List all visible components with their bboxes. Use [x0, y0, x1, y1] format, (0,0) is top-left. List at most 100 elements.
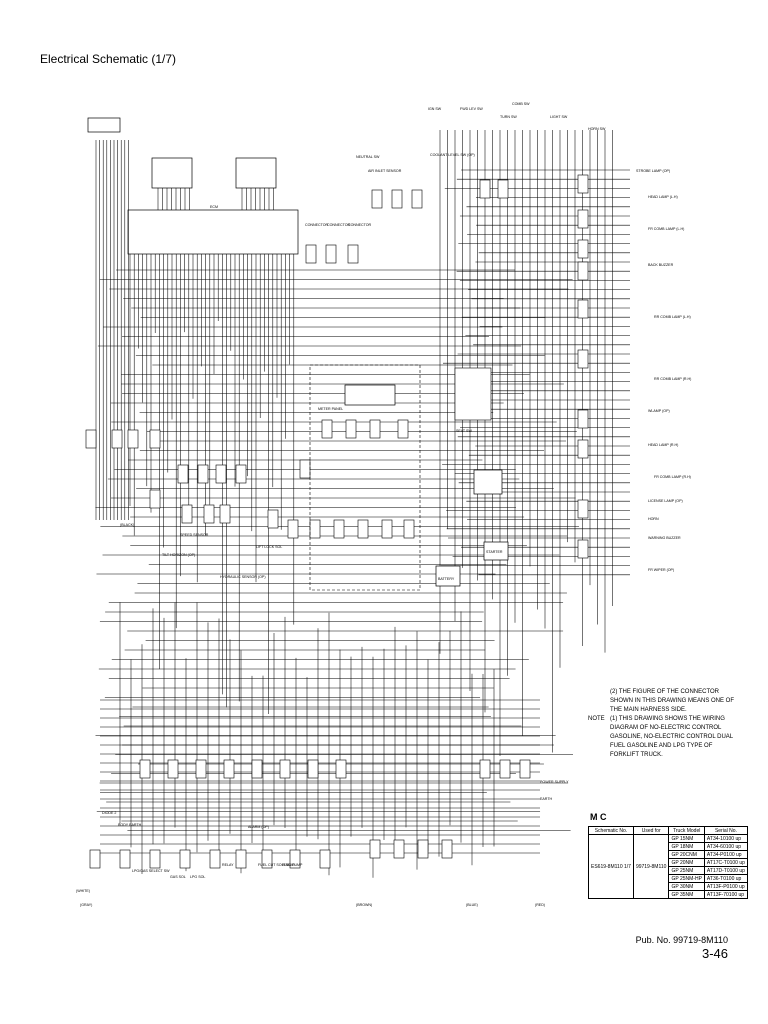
connector-icon	[577, 261, 589, 281]
connector-icon	[345, 419, 357, 439]
connector-icon	[177, 464, 189, 484]
ecm-connector-b-icon	[235, 157, 277, 189]
truck-model-cell: GP 15NM	[668, 834, 705, 843]
connector-icon	[357, 519, 369, 539]
meter-panel-label: METER PANEL	[318, 407, 343, 411]
connector-icon	[403, 519, 415, 539]
connector-icon	[149, 429, 161, 449]
gas-sol-label: GAS SOL	[170, 875, 186, 879]
connector-label-1: CONNECTOR	[305, 223, 328, 227]
connector-icon	[119, 849, 131, 869]
ecm-block	[127, 209, 299, 255]
body-earth-label: BODY EARTH	[118, 823, 142, 827]
ecm-connector-a-icon	[151, 157, 193, 189]
connector-icon	[577, 239, 589, 259]
rr-comb-lamp-rh-label: RR COMB LAMP (R.H)	[654, 377, 691, 381]
connector-icon	[139, 759, 151, 779]
truck-model-cell: GP 25NM	[668, 866, 705, 875]
connector-icon	[499, 759, 511, 779]
page-title: Electrical Schematic (1/7)	[40, 52, 177, 66]
serial-no-cell: AT36-T0100 up	[703, 874, 748, 883]
alternator-icon	[473, 469, 503, 495]
connector-icon	[577, 499, 589, 519]
starter-label: STARTER	[486, 550, 503, 554]
brown-connector-label: (BROWN)	[356, 903, 372, 907]
serial-no-cell: AT34-60100 up	[703, 842, 748, 851]
connector-icon	[319, 849, 331, 869]
battery-label: BATTERY	[438, 577, 455, 581]
connector-icon	[347, 244, 359, 264]
connector-label-2: CONNECTOR	[327, 223, 350, 227]
light-sw-label: LIGHT SW	[550, 115, 568, 119]
serial-no-cell: AT13F-P0100 up	[703, 882, 748, 891]
serial-no-cell: AT34-10100 up	[703, 834, 748, 843]
work-lamp-label: WLAMP (OP)	[648, 409, 670, 413]
connector-icon	[279, 759, 291, 779]
page-number: 3-46	[701, 946, 728, 961]
connector-icon	[577, 349, 589, 369]
tilt-horizon-label: TILT HORIZON (OP)	[162, 553, 195, 557]
connector-icon	[261, 849, 273, 869]
connector-icon	[195, 759, 207, 779]
connector-icon	[197, 464, 209, 484]
blue-connector-label: (BLUE)	[466, 903, 478, 907]
serial-no-cell: AT34-P0100 up	[703, 850, 748, 859]
connector-icon	[397, 419, 409, 439]
used-for-cell: 99719-8M110	[632, 834, 670, 899]
head-lamp-lh-label: HEAD LAMP (L.H)	[648, 195, 678, 199]
relay-label: RELAY	[222, 863, 234, 867]
connector-icon	[519, 759, 531, 779]
note-1-text: (1) THIS DRAWING SHOWS THE WIRING DIAGRA…	[610, 716, 733, 758]
connector-icon	[369, 419, 381, 439]
connector-icon	[181, 504, 193, 524]
coolant-level-sw-label: COOLANT LEVEL SW (OP)	[430, 153, 475, 157]
connector-icon	[299, 459, 311, 479]
fr-comb-lamp-lh-label: FR COMB LAMP (L.H)	[648, 227, 684, 231]
ecm-label: ECM	[210, 205, 218, 209]
connector-label-3: CONNECTOR	[348, 223, 371, 227]
table-header-row: Schematic No. Used for Truck Model Seria…	[588, 826, 748, 835]
applicability-table: Schematic No. Used for Truck Model Seria…	[588, 826, 748, 899]
connector-icon	[325, 244, 337, 264]
rr-comb-lamp-lh-label: RR COMB LAMP (L.H)	[654, 315, 691, 319]
connector-icon	[235, 849, 247, 869]
turn-sw-label: TURN SW	[500, 115, 517, 119]
connector-icon	[167, 759, 179, 779]
power-supply-label: POWER SUPPLY	[540, 780, 569, 784]
neutral-sw-label: NEUTRAL SW	[356, 155, 380, 159]
serial-no-cell: AT17C-T0100 up	[703, 858, 748, 867]
connector-icon	[333, 519, 345, 539]
lift-lock-sol-label: LIFT LOCK SOL	[256, 545, 282, 549]
diode-label: DIODE 2	[102, 811, 116, 815]
license-lamp-label: LICENSE LAMP (OP)	[648, 499, 683, 503]
connector-icon	[577, 539, 589, 559]
gray-connector-label: (GRAY)	[80, 903, 92, 907]
connector-icon	[267, 509, 279, 529]
red-connector-label: (RED)	[535, 903, 545, 907]
meter-panel-connector-icon	[344, 384, 396, 406]
connector-icon	[309, 519, 321, 539]
connector-icon	[479, 179, 491, 199]
seat-sw-icon	[454, 367, 492, 421]
connector-icon	[89, 849, 101, 869]
connector-icon	[391, 189, 403, 209]
connector-icon	[411, 189, 423, 209]
notes-block: (2) THE FIGURE OF THE CONNECTOR SHOWN IN…	[588, 688, 736, 760]
serial-no-cell: AT17D-T0100 up	[703, 866, 748, 875]
connector-icon	[235, 464, 247, 484]
comb-sw-label: COMB SW	[512, 102, 530, 106]
connector-icon	[479, 759, 491, 779]
connector-icon	[251, 759, 263, 779]
note-1-label: NOTE	[588, 716, 605, 722]
connector-icon	[577, 209, 589, 229]
earth-label: EARTH	[540, 797, 553, 801]
horn-label: HORN	[648, 517, 659, 521]
connector-icon	[179, 849, 191, 869]
head-lamp-rh-label: HEAD LAMP (R.H)	[648, 443, 678, 447]
meter-panel-box	[309, 364, 421, 591]
fr-wiper-label: FR WIPER (OP)	[648, 568, 674, 572]
schematic-no-cell: ES619-8M110 1/7	[588, 834, 634, 899]
lpg-sol-label: LPG SOL	[190, 875, 205, 879]
